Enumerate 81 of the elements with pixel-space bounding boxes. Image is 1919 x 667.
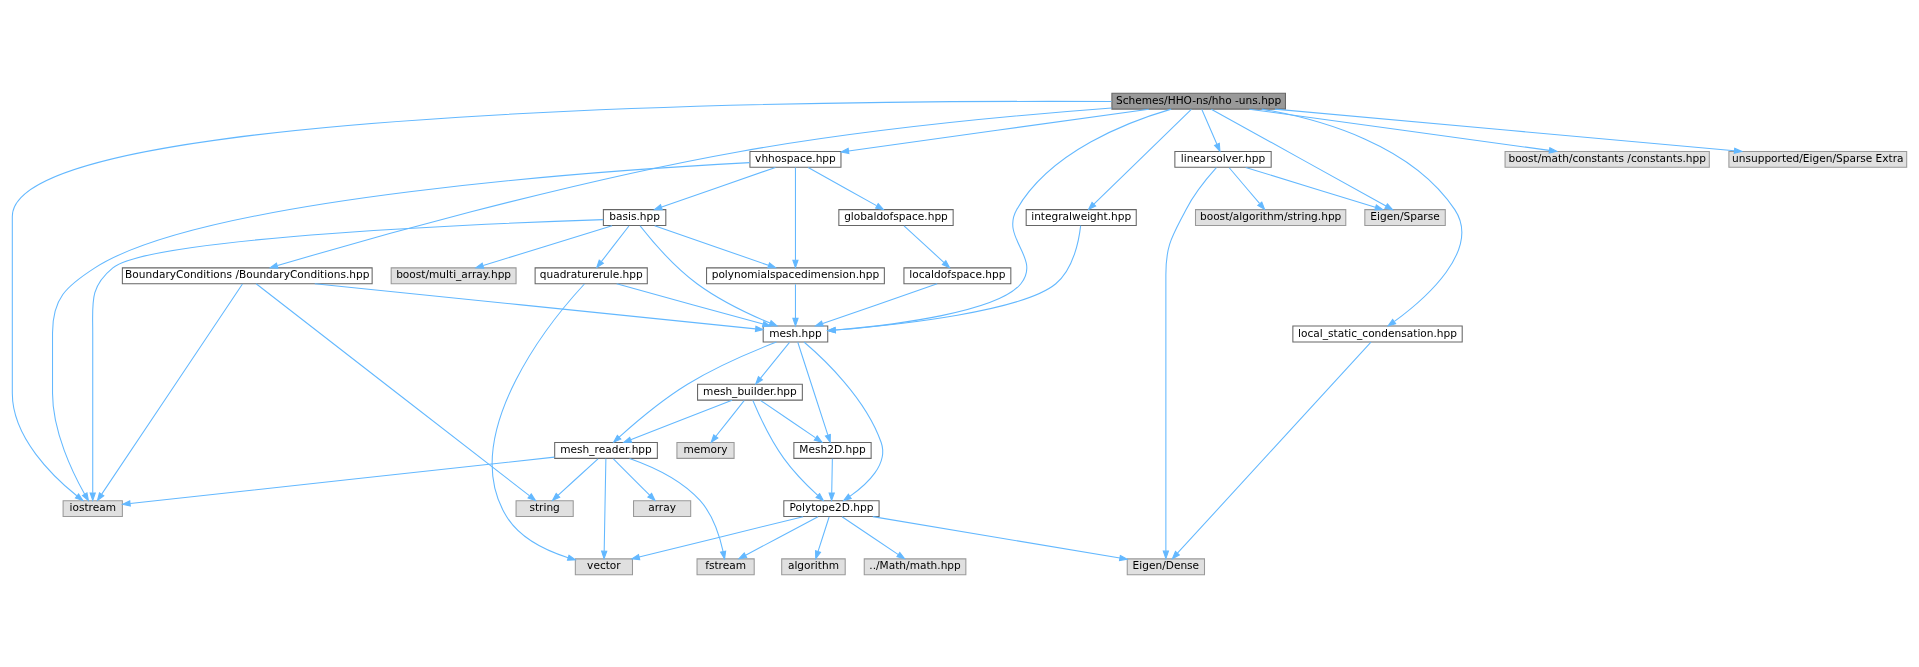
node-box: boost/algorithm/string.hpp — [1194, 208, 1347, 226]
arrow — [1245, 166, 1385, 210]
arrow — [1210, 108, 1395, 210]
arrow — [797, 341, 831, 444]
arrow — [839, 108, 1150, 154]
arrow — [1228, 166, 1266, 211]
arrow — [710, 399, 745, 443]
node-box: vhhospace.hpp — [749, 150, 842, 168]
node-box: Mesh2D.hpp — [793, 441, 872, 459]
arrow — [815, 516, 830, 560]
arrow — [629, 457, 727, 560]
node-box: mesh_builder.hpp — [697, 383, 803, 401]
arrow — [1248, 108, 1559, 154]
arrow — [903, 224, 951, 269]
node-box: quadraturerule.hpp — [534, 266, 648, 284]
arrow — [255, 282, 537, 501]
arrow — [792, 166, 799, 269]
node-box: boost/multi_array.hpp — [390, 266, 517, 284]
node-box: BoundaryConditions /BoundaryConditions.hpp — [121, 266, 373, 284]
node-box: globaldofspace.hpp — [838, 208, 954, 226]
arrow — [595, 224, 630, 269]
arrow — [826, 108, 1172, 333]
node-box: unsupported/Eigen/Sparse Extra — [1728, 150, 1908, 168]
arrow — [314, 282, 765, 332]
node-box: vector — [574, 557, 633, 575]
arrow — [612, 457, 657, 502]
node-box: mesh.hpp — [762, 325, 829, 342]
node-box: local_static_condensation.hpp — [1292, 325, 1463, 342]
arrow — [630, 515, 804, 560]
node-box: array — [633, 499, 692, 517]
arrow — [11, 100, 1112, 501]
arrow — [268, 106, 1113, 269]
arrow — [652, 166, 776, 210]
arrow — [616, 282, 772, 327]
node-box: memory — [676, 441, 735, 459]
arrow — [872, 515, 1129, 561]
node-box: algorithm — [781, 557, 846, 575]
node-box: mesh_reader.hpp — [554, 441, 658, 459]
node-box: Eigen/Sparse — [1364, 208, 1446, 226]
node-box: integralweight.hpp — [1025, 208, 1137, 226]
arrow — [759, 399, 824, 443]
arrow — [52, 161, 751, 502]
arrow — [492, 282, 585, 561]
arrow — [826, 224, 1082, 333]
arrow — [612, 341, 777, 443]
arrow — [841, 515, 906, 560]
node-box: localdofspace.hpp — [903, 266, 1012, 284]
arrow — [96, 283, 243, 502]
node-box: polynomialspacedimension.hpp — [706, 266, 885, 284]
arrow — [1087, 108, 1192, 210]
arrow — [1274, 108, 1744, 154]
arrow — [639, 224, 779, 327]
node-box: Eigen/Dense — [1126, 557, 1206, 575]
node-box: ../Math/math.hpp — [863, 557, 967, 575]
arrow — [828, 457, 836, 502]
arrow — [1261, 108, 1463, 327]
node-box: fstream — [696, 557, 755, 575]
arrow — [474, 224, 613, 269]
node-box: Schemes/HHO-ns/hho -uns.hpp — [1111, 92, 1286, 110]
arrow — [1201, 108, 1221, 153]
arrow — [803, 340, 884, 501]
arrow — [813, 282, 938, 327]
arrow — [89, 218, 604, 502]
arrow — [1171, 341, 1372, 560]
arrow — [654, 224, 778, 268]
arrow — [622, 399, 733, 443]
node-box: string — [515, 499, 574, 517]
node-box: basis.hpp — [602, 208, 667, 226]
arrow — [600, 457, 608, 560]
arrow — [792, 283, 799, 327]
node-box: Polytope2D.hpp — [783, 499, 880, 517]
arrow — [121, 456, 555, 507]
arrow — [737, 515, 819, 559]
arrow — [551, 457, 599, 501]
arrow — [754, 341, 791, 385]
arrow — [1162, 166, 1217, 560]
node-box: iostream — [62, 499, 123, 517]
arrow — [752, 399, 825, 502]
node-box: linearsolver.hpp — [1174, 150, 1272, 168]
arrow — [807, 166, 885, 210]
node-box: boost/math/constants /constants.hpp — [1504, 150, 1710, 168]
